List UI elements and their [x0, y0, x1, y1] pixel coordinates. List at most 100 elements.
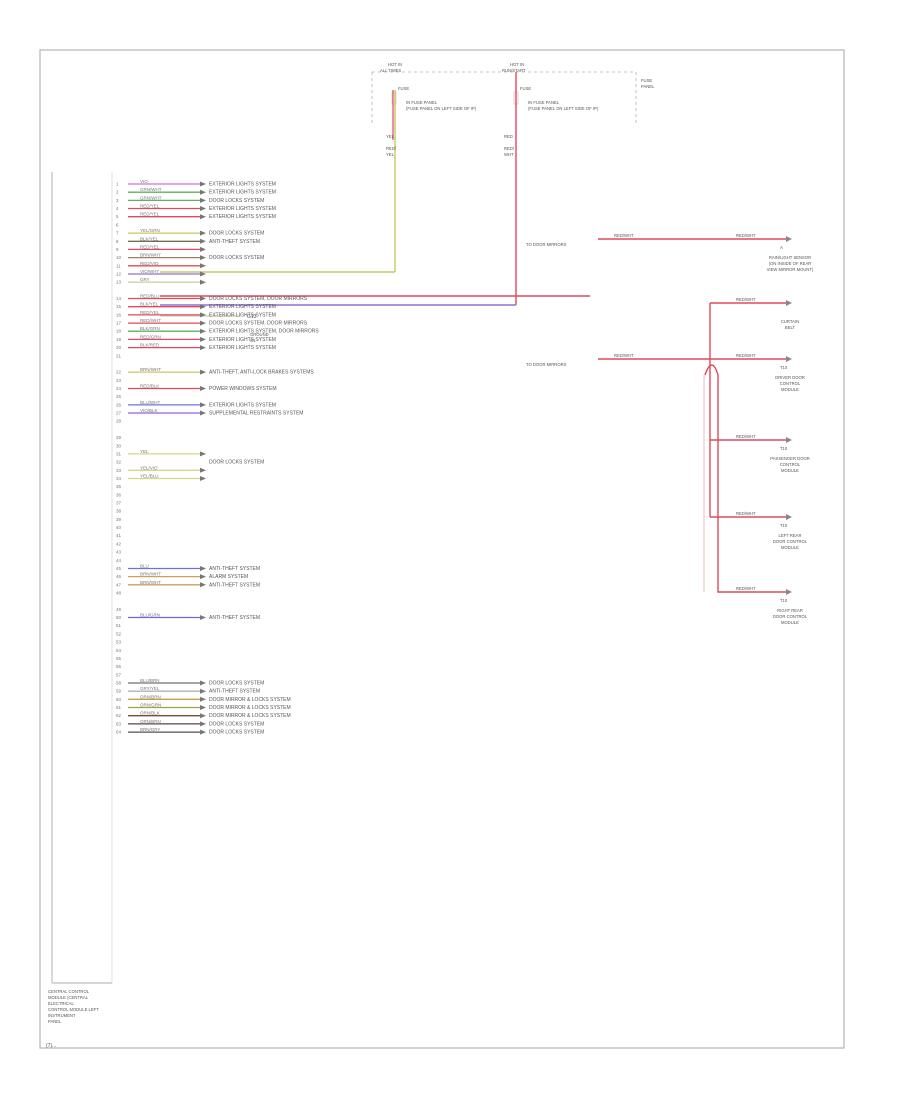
diagram-frame [39, 49, 845, 1049]
wire-pin: 41 [116, 533, 122, 538]
wire-pin: 8 [116, 239, 119, 244]
wire-pin: 38 [116, 509, 122, 514]
connector-arrow [200, 402, 206, 408]
wire-pin: 54 [116, 648, 122, 653]
wire-color: BLU/WHT [140, 400, 161, 405]
wire-pin: 46 [116, 574, 122, 579]
component-wire-color: RED/WHT [736, 434, 756, 439]
wire-pin: 62 [116, 713, 122, 718]
right-input-color: RED/WHT [614, 353, 634, 358]
wire-pin: 9 [116, 247, 119, 252]
wire-pin: 22 [116, 370, 122, 375]
wire-pin: 3 [116, 198, 119, 203]
fuse-name: FUSE [520, 86, 531, 91]
connector-arrow [200, 296, 206, 301]
wire-pin: 60 [116, 697, 122, 702]
fuse-desc: IN FUSE PANEL [406, 100, 438, 105]
module-label-line: CENTRAL CONTROL [48, 989, 90, 994]
connector-arrow [200, 230, 206, 236]
wire-color: RED/YEL [140, 244, 160, 249]
wire-destination: EXTERIOR LIGHTS SYSTEM [209, 190, 276, 196]
fuse-header: RUN/START [502, 68, 526, 73]
wire-color: BLK/YEL [140, 302, 159, 307]
wire-row: 56 [116, 664, 122, 669]
wire-color: GRY/YEL [140, 686, 160, 691]
connector-arrow [200, 688, 206, 694]
fuse-header: ALL TIMES [380, 68, 401, 73]
component-wire-color: RED/WHT [736, 353, 756, 358]
connector-arrow [786, 514, 792, 520]
wire-destination: EXTERIOR LIGHTS SYSTEM [209, 214, 276, 220]
component-label: VIEW MIRROR MOUNT) [767, 267, 814, 272]
fuse-panel-label-2: PANEL [641, 84, 655, 89]
module-label-line: MODULE (CENTRAL [48, 995, 89, 1000]
wire-pin: 56 [116, 664, 122, 669]
wire-row: 25 [116, 394, 122, 399]
connector-arrow [200, 713, 206, 719]
wire-pin: 45 [116, 566, 122, 571]
wire-color: BLU/GRN [140, 613, 160, 618]
connector-arrow [786, 589, 792, 595]
component-label: PASSENGER DOOR [770, 456, 809, 461]
wire-color: ORN/BRN [140, 694, 161, 699]
connector-arrow [200, 312, 206, 318]
wire-color: GRN/WHT [140, 187, 162, 192]
wire-pin: 16 [116, 312, 122, 317]
fuse-header: HOT IN [388, 62, 402, 67]
wire-color: RED/VIO [140, 261, 159, 266]
wire-pin: 20 [116, 345, 122, 350]
wire-row: 37 [116, 501, 122, 506]
wire-row: 2 GRN/WHT EXTERIOR LIGHTS SYSTEM [116, 187, 276, 196]
wire-pin: 39 [116, 517, 122, 522]
connector-arrow [200, 566, 206, 571]
component-label: CONTROL [780, 462, 801, 467]
wire-row: 28 [116, 419, 122, 424]
wire-color: VIO [140, 179, 148, 184]
component-label: DOOR CONTROL [773, 614, 808, 619]
wire-pin: 25 [116, 394, 122, 399]
connector-arrow [200, 696, 206, 702]
wire-row: 36 [116, 492, 122, 497]
connector-arrow [200, 181, 206, 187]
wire-pin: 63 [116, 721, 122, 726]
wire-pin: 18 [116, 329, 122, 334]
wire-color: BLU [140, 564, 149, 569]
wire-row: 30 [116, 443, 122, 448]
svg-text:RED/: RED/ [504, 146, 515, 151]
wire-pin: 34 [116, 476, 122, 481]
fuse-header: HOT IN [510, 62, 524, 67]
wire-color: RED/BLK [140, 384, 159, 389]
fuse-name: FUSE [398, 86, 409, 91]
wire-pin: 61 [116, 705, 122, 710]
wire-row: 35 [116, 484, 122, 489]
fuse-desc: IN FUSE PANEL [528, 100, 560, 105]
component-wire-color: RED/WHT [736, 297, 756, 302]
wire-pin: 2 [116, 190, 119, 195]
wire-destination: DOOR MIRROR & LOCKS SYSTEM [209, 713, 291, 719]
wire-destination: EXTERIOR LIGHTS SYSTEM [209, 337, 276, 343]
component-label: CONTROL [780, 381, 801, 386]
wire-row: 42 [116, 541, 122, 546]
wire-color: BLK/RED [140, 343, 160, 348]
wire-color: BRN/WHT [140, 253, 161, 258]
wire-color: BRN/WHT [140, 572, 161, 577]
wire-row: 48 [116, 591, 122, 596]
connector-arrow [200, 206, 206, 211]
wire-pin: 17 [116, 321, 122, 326]
wire-color: YEL/VIO [140, 465, 158, 470]
wire-pin: 59 [116, 689, 122, 694]
